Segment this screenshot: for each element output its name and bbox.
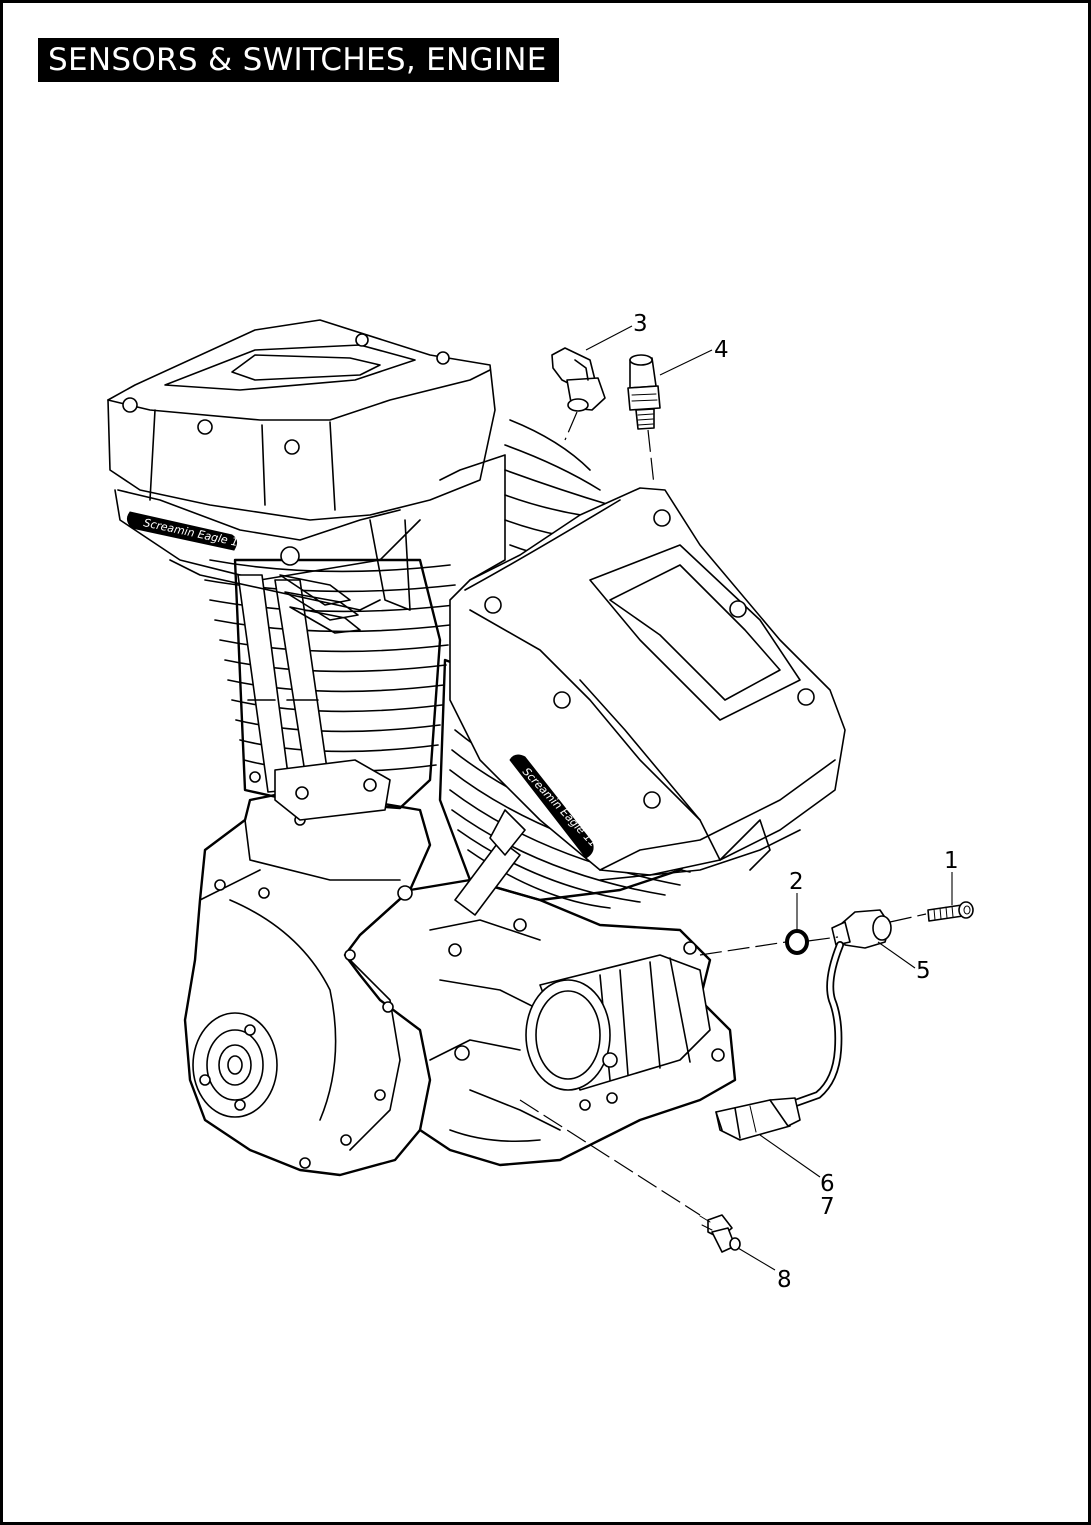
callout-3: 3 — [633, 311, 648, 337]
callout-1: 1 — [944, 848, 959, 874]
callout-leaders — [585, 325, 953, 1271]
front-rocker-cover: Screamin Eagle 110 — [449, 487, 846, 881]
callout-4: 4 — [714, 337, 729, 363]
part-3-sensor — [551, 347, 606, 412]
callout-5: 5 — [916, 958, 931, 984]
callout-6: 6 — [820, 1171, 835, 1197]
callout-labels: 1 2 3 4 5 6 7 8 — [633, 311, 959, 1293]
cam-case — [358, 878, 737, 1167]
crankcase — [183, 771, 432, 1177]
callout-7: 7 — [820, 1194, 835, 1220]
engine-illustration: Screamin Eagle 110 — [107, 319, 846, 1177]
callout-2: 2 — [789, 869, 804, 895]
rear-cylinder — [114, 489, 456, 821]
part-4-sender — [627, 354, 661, 430]
callout-8: 8 — [777, 1267, 792, 1293]
part-6-connector — [715, 1097, 801, 1141]
page-title: SENSORS & SWITCHES, ENGINE — [38, 38, 559, 82]
part-5-sensor — [786, 909, 892, 1109]
assembly-lines — [519, 411, 927, 1216]
part-8-switch — [699, 1214, 741, 1253]
part-2-o-ring — [785, 929, 809, 955]
starter-motor — [525, 954, 711, 1091]
part-1-screw — [927, 901, 974, 922]
